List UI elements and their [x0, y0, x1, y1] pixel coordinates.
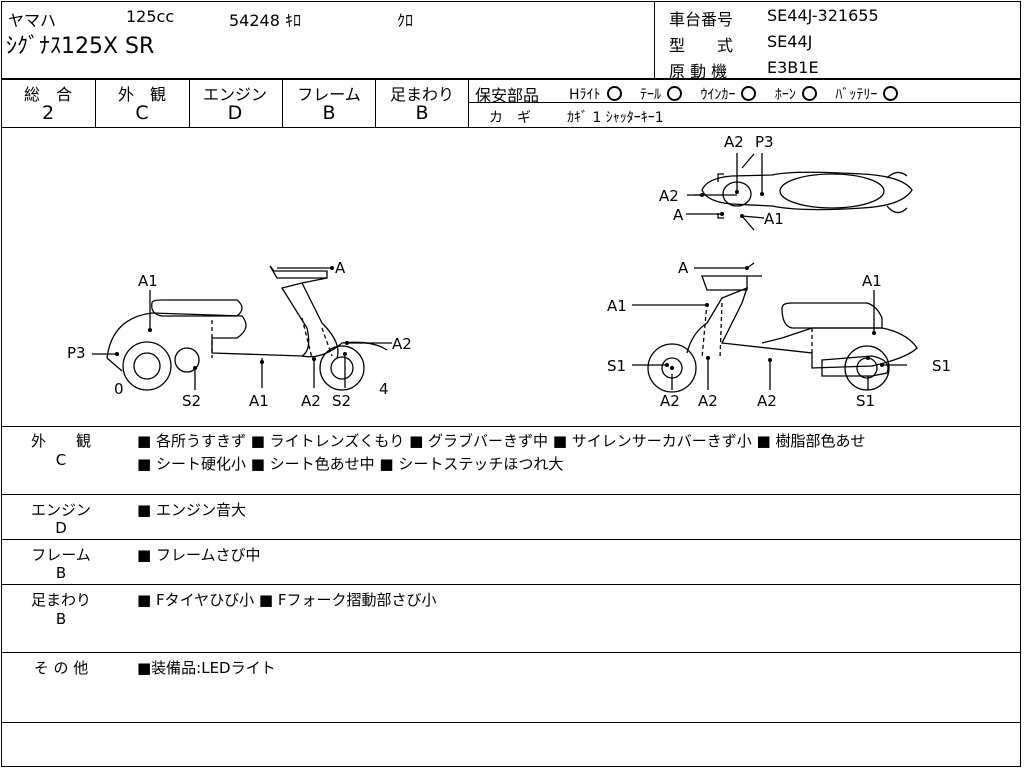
diagram-label-left: A2 [301, 392, 321, 410]
grade-label-engine: エンジン [202, 85, 267, 104]
diagram-label-right: A [678, 259, 689, 277]
grade-value-suspension: B [415, 102, 429, 124]
section-text-exterior-2: ■ シート硬化小 ■ シート色あせ中 ■ シートステッチほつれ大 [137, 455, 564, 473]
diagram-label-top: A2 [659, 187, 679, 205]
diagram-label-left: 4 [379, 380, 389, 398]
section-label-engine: エンジン [30, 501, 91, 519]
diagram-label-right: A1 [862, 272, 882, 290]
grade-value-engine: D [227, 102, 243, 124]
ok-circle-icon [883, 86, 899, 101]
section-text-exterior-1: ■ 各所うすきず ■ ライトレンズくもり ■ グラブバーきず中 ■ サイレンサー… [137, 432, 866, 450]
grade-label-overall: 総 合 [23, 85, 72, 104]
grade-value-exterior: C [135, 102, 149, 124]
color: ｸﾛ [397, 11, 414, 30]
diagram-label-top: A1 [764, 210, 784, 228]
diagram-label-right: A1 [607, 297, 627, 315]
diagram-label-right: S1 [932, 357, 952, 375]
section-text-suspension: ■ Fタイヤひび小 ■ Fフォーク摺動部さび小 [137, 591, 437, 609]
section-grade-suspension: B [55, 610, 67, 628]
diagram-label-top: A2 [724, 133, 744, 151]
diagram-label-top: P3 [755, 133, 774, 151]
diagram-label-left: A1 [138, 272, 158, 290]
grade-label-suspension: 足まわり [389, 85, 454, 104]
type-label: 型 式 [669, 36, 734, 55]
model-name: ｼｸﾞﾅｽ125X SR [6, 34, 155, 59]
grade-value-overall: 2 [41, 102, 55, 124]
safety-parts-label: 保安部品 [475, 86, 540, 105]
section-label-exterior: 外 観 [30, 432, 91, 450]
key-label: カ ギ [489, 110, 531, 126]
safety-item-winker: ｳｲﾝｶｰ [700, 87, 736, 103]
diagram-label-right: A2 [698, 392, 718, 410]
diagram-label-right: A2 [660, 392, 680, 410]
diagram-label-left: S2 [332, 392, 352, 410]
diagram-label-left: P3 [67, 344, 86, 362]
diagram-label-right: A2 [757, 392, 777, 410]
section-label-other: そ の 他 [33, 659, 89, 677]
scooter-diagram [92, 153, 918, 393]
section-label-suspension: 足まわり [30, 591, 91, 609]
type-value: SE44J [767, 32, 813, 51]
ok-circle-icon [666, 86, 682, 101]
engine-label: 原 動 機 [669, 62, 728, 81]
section-text-other: ■装備品:LEDライト [137, 659, 276, 677]
ok-circle-icon [801, 86, 817, 101]
safety-parts-list: Hﾗｲﾄ ﾃｰﾙ ｳｲﾝｶｰ ﾎｰﾝ ﾊﾞｯﾃﾘｰ [569, 84, 912, 104]
diagram-label-right: S1 [607, 357, 627, 375]
diagram-label-left: S2 [182, 392, 202, 410]
ok-circle-icon [606, 86, 622, 101]
section-grade-exterior: C [55, 451, 67, 469]
section-label-frame: フレーム [31, 546, 91, 564]
frame-no-label: 車台番号 [669, 10, 734, 29]
section-text-frame: ■ フレームさび中 [137, 546, 261, 564]
section-text-engine: ■ エンジン音大 [137, 501, 246, 519]
safety-item-horn: ﾎｰﾝ [774, 87, 796, 103]
engine-value: E3B1E [767, 58, 819, 77]
frame-no: SE44J-321655 [767, 6, 879, 25]
diagram-label-left: A [335, 259, 346, 277]
diagram-label-left: 0 [114, 380, 124, 398]
maker: ヤマハ [8, 11, 57, 30]
diagram-label-left: A1 [249, 392, 269, 410]
displacement: 125cc [126, 7, 175, 26]
section-grade-engine: D [55, 519, 67, 537]
safety-item-headlight: Hﾗｲﾄ [569, 87, 601, 103]
mileage: 54248 ｷﾛ [229, 11, 301, 30]
diagram-label-top: A [673, 206, 684, 224]
diagram-label-left: A2 [392, 335, 412, 353]
ok-circle-icon [741, 86, 757, 101]
grade-value-frame: B [322, 102, 336, 124]
grade-label-exterior: 外 観 [117, 85, 166, 104]
key-text: ｶｷﾞ 1 ｼｬｯﾀｰｷｰ1 [567, 110, 664, 126]
section-grade-frame: B [55, 564, 67, 582]
safety-item-battery: ﾊﾞｯﾃﾘｰ [835, 87, 878, 103]
diagram-label-right: S1 [856, 392, 876, 410]
safety-item-tail: ﾃｰﾙ [639, 87, 661, 103]
grade-label-frame: フレーム [297, 85, 361, 104]
